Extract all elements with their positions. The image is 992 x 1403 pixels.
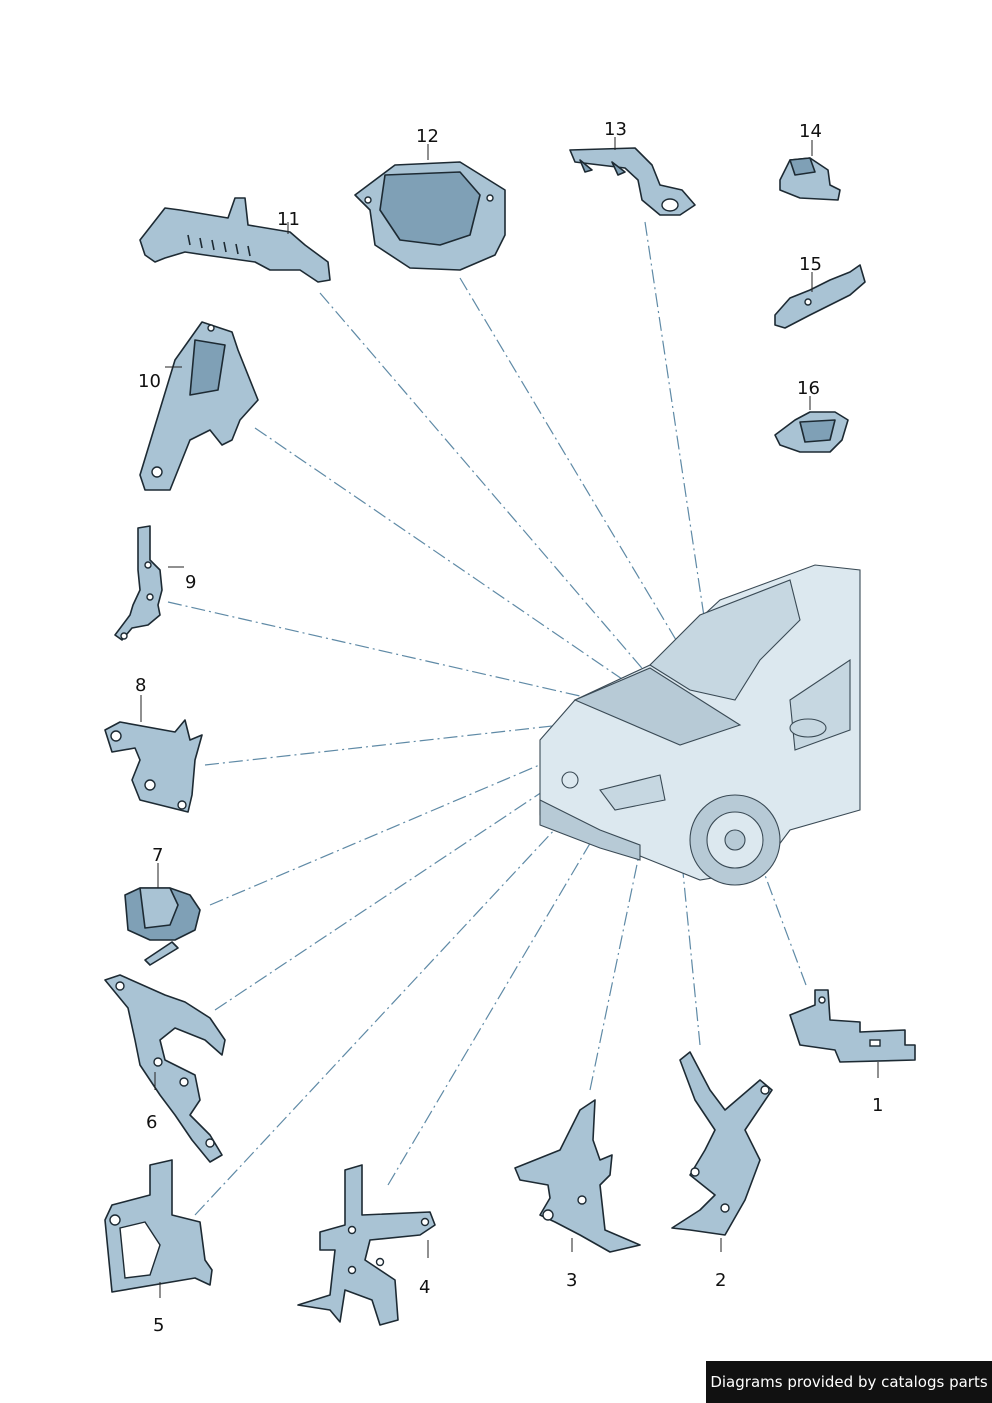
part-8-bracket xyxy=(104,719,203,813)
part-1-bracket xyxy=(789,989,916,1063)
part-6-bracket xyxy=(104,974,226,1163)
part-5-bracket xyxy=(104,1159,213,1293)
callout-1: 1 xyxy=(872,1095,883,1116)
callout-13: 13 xyxy=(604,119,627,140)
leader-line-9 xyxy=(167,601,651,713)
callout-9: 9 xyxy=(185,572,196,593)
callout-16: 16 xyxy=(797,378,820,399)
callout-2: 2 xyxy=(715,1270,726,1291)
leader-line-11 xyxy=(319,292,666,696)
leader-line-10 xyxy=(254,427,661,706)
hood-line xyxy=(573,667,742,746)
callout-7: 7 xyxy=(152,845,163,866)
part-15-clip xyxy=(774,264,866,329)
front-grille xyxy=(539,799,641,861)
callout-14: 14 xyxy=(799,121,822,142)
mirror xyxy=(789,718,827,738)
part-13-holder xyxy=(569,147,696,216)
diagram-credit-text: Diagrams provided by catalogs parts xyxy=(710,1373,988,1391)
callout-3: 3 xyxy=(566,1270,577,1291)
part-16-clip xyxy=(774,411,849,453)
leader-line-2 xyxy=(669,739,701,1046)
callout-labels: 1 2 3 4 5 6 7 8 9 10 11 12 13 14 15 16 xyxy=(135,119,883,1336)
callout-10: 10 xyxy=(138,371,161,392)
callout-5: 5 xyxy=(153,1315,164,1336)
part-9-bracket xyxy=(114,525,163,641)
part-14-clip xyxy=(779,157,841,201)
leader-line-12 xyxy=(459,277,686,656)
part-10-bracket xyxy=(139,321,259,491)
part-4-bracket xyxy=(297,1164,436,1326)
headlight xyxy=(599,774,666,811)
vehicle-illustration xyxy=(539,564,861,886)
leader-line-13 xyxy=(644,221,716,691)
leader-line-7 xyxy=(209,717,651,906)
callout-8: 8 xyxy=(135,675,146,696)
callout-4: 4 xyxy=(419,1277,430,1298)
callout-15: 15 xyxy=(799,254,822,275)
part-12-cover xyxy=(354,161,506,271)
part-11-cable-guide xyxy=(139,197,331,283)
callout-ticks xyxy=(140,137,879,1298)
windshield xyxy=(649,579,801,701)
callout-11: 11 xyxy=(277,209,300,230)
part-3-bracket xyxy=(514,1099,641,1253)
part-7-clip xyxy=(124,887,201,966)
diagram-credit-badge: Diagrams provided by catalogs parts xyxy=(706,1361,992,1403)
callout-12: 12 xyxy=(416,126,439,147)
part-2-bracket xyxy=(671,1051,773,1236)
callout-6: 6 xyxy=(146,1112,157,1133)
brand-emblem xyxy=(561,771,579,789)
